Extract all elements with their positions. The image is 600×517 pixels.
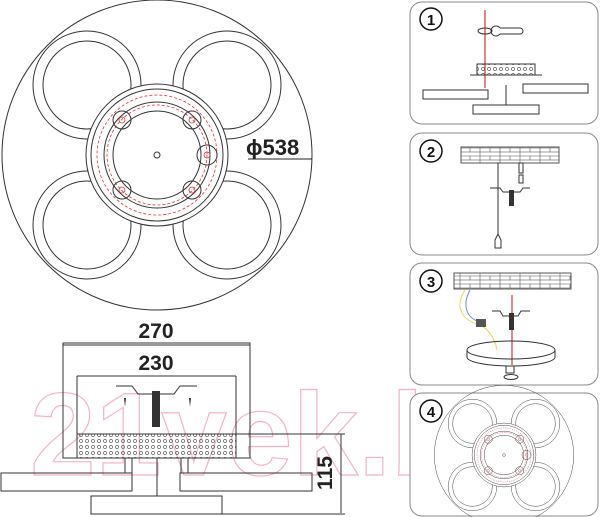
wrench-icon	[490, 25, 524, 37]
step-number: 2	[427, 144, 435, 161]
step-panel-3: 3	[409, 262, 599, 386]
step-number: 3	[427, 274, 435, 291]
width-inner-label: 230	[138, 352, 173, 375]
top-view: ϕ538	[1, 0, 313, 311]
step-panel-2: 2	[409, 132, 599, 256]
width-outer-label: 270	[138, 320, 173, 343]
ceiling-icon	[460, 146, 560, 164]
bottom-plate	[90, 495, 223, 515]
height-label: 115	[314, 456, 337, 490]
hand-icon	[494, 232, 502, 249]
ceiling-icon	[453, 272, 572, 290]
step-number: 4	[427, 404, 436, 421]
step-panel-4: 4	[409, 385, 599, 517]
side-view: 270 230 115	[0, 320, 345, 515]
left-arm	[0, 472, 133, 492]
nut-icon	[477, 27, 493, 35]
center-bolt	[152, 391, 160, 427]
diameter-label: ϕ538	[246, 135, 299, 160]
step-number: 1	[427, 12, 435, 29]
step-panel-1: 1	[409, 1, 599, 125]
right-arm	[179, 472, 313, 492]
terminal-block	[476, 319, 486, 327]
perforated-base	[76, 433, 237, 459]
